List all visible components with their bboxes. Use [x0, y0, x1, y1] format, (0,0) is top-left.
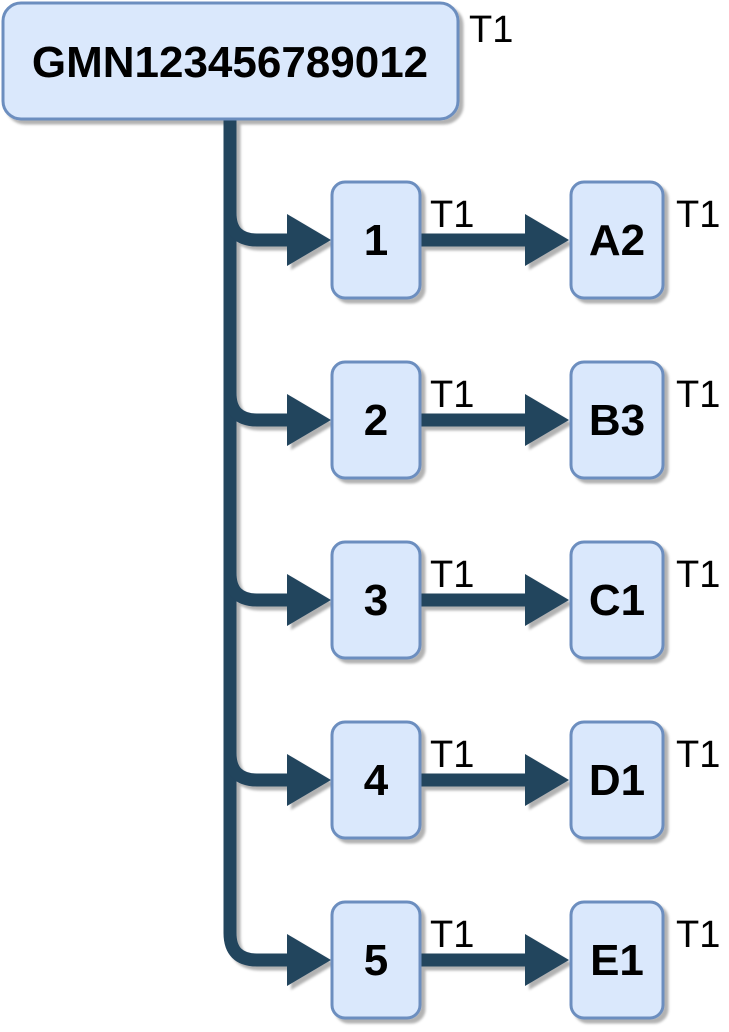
- trunk-arrowhead: [287, 934, 331, 986]
- leaf-tag-label-3: T1: [676, 554, 720, 596]
- link-arrowhead-5: [525, 934, 569, 986]
- trunk-edge: [223, 119, 289, 967]
- branch-edge-1: [223, 212, 289, 247]
- child-node-3: [330, 540, 422, 660]
- leaf-node-label-2: B3: [589, 396, 645, 445]
- leaf-node-d1: [569, 720, 665, 840]
- branch-arrowhead-3: [287, 574, 331, 626]
- child-tag-label-5: T1: [430, 914, 474, 956]
- leaf-tag-label-2: T1: [676, 374, 720, 416]
- leaf-node-e1: [569, 900, 665, 1020]
- root-node: [1, 1, 460, 121]
- leaf-node-label-4: D1: [589, 756, 645, 805]
- child-node-label-2: 2: [364, 396, 388, 445]
- leaf-node-b3: [569, 360, 665, 480]
- branch-arrowhead-1: [287, 214, 331, 266]
- link-arrowhead-3: [525, 574, 569, 626]
- leaf-node-label-1: A2: [589, 216, 645, 265]
- child-node-label-5: 5: [364, 936, 388, 985]
- child-tag-label-1: T1: [430, 194, 474, 236]
- child-node-label-4: 4: [364, 756, 389, 805]
- child-tag-label-4: T1: [430, 734, 474, 776]
- child-node-1: [330, 180, 422, 300]
- leaf-tag-label-1: T1: [676, 194, 720, 236]
- child-tag-label-3: T1: [430, 554, 474, 596]
- leaf-node-a2: [569, 180, 665, 300]
- leaf-node-label-5: E1: [590, 936, 644, 985]
- leaf-node-label-3: C1: [589, 576, 645, 625]
- branch-arrowhead-2: [287, 394, 331, 446]
- child-node-5: [330, 900, 422, 1020]
- leaf-node-c1: [569, 540, 665, 660]
- branch-arrowhead-4: [287, 754, 331, 806]
- child-node-label-3: 3: [364, 576, 388, 625]
- branch-edge-2: [223, 392, 289, 427]
- child-tag-label-2: T1: [430, 374, 474, 416]
- branch-edge-3: [223, 572, 289, 607]
- leaf-tag-label-4: T1: [676, 734, 720, 776]
- link-arrowhead-4: [525, 754, 569, 806]
- child-node-4: [330, 720, 422, 840]
- branch-edge-4: [223, 752, 289, 787]
- child-node-label-1: 1: [364, 216, 388, 265]
- root-node-label: GMN123456789012: [32, 38, 428, 87]
- link-arrowhead-1: [525, 214, 569, 266]
- link-arrowhead-2: [525, 394, 569, 446]
- leaf-tag-label-5: T1: [676, 914, 720, 956]
- child-node-2: [330, 360, 422, 480]
- root-tag-label: T1: [469, 9, 513, 51]
